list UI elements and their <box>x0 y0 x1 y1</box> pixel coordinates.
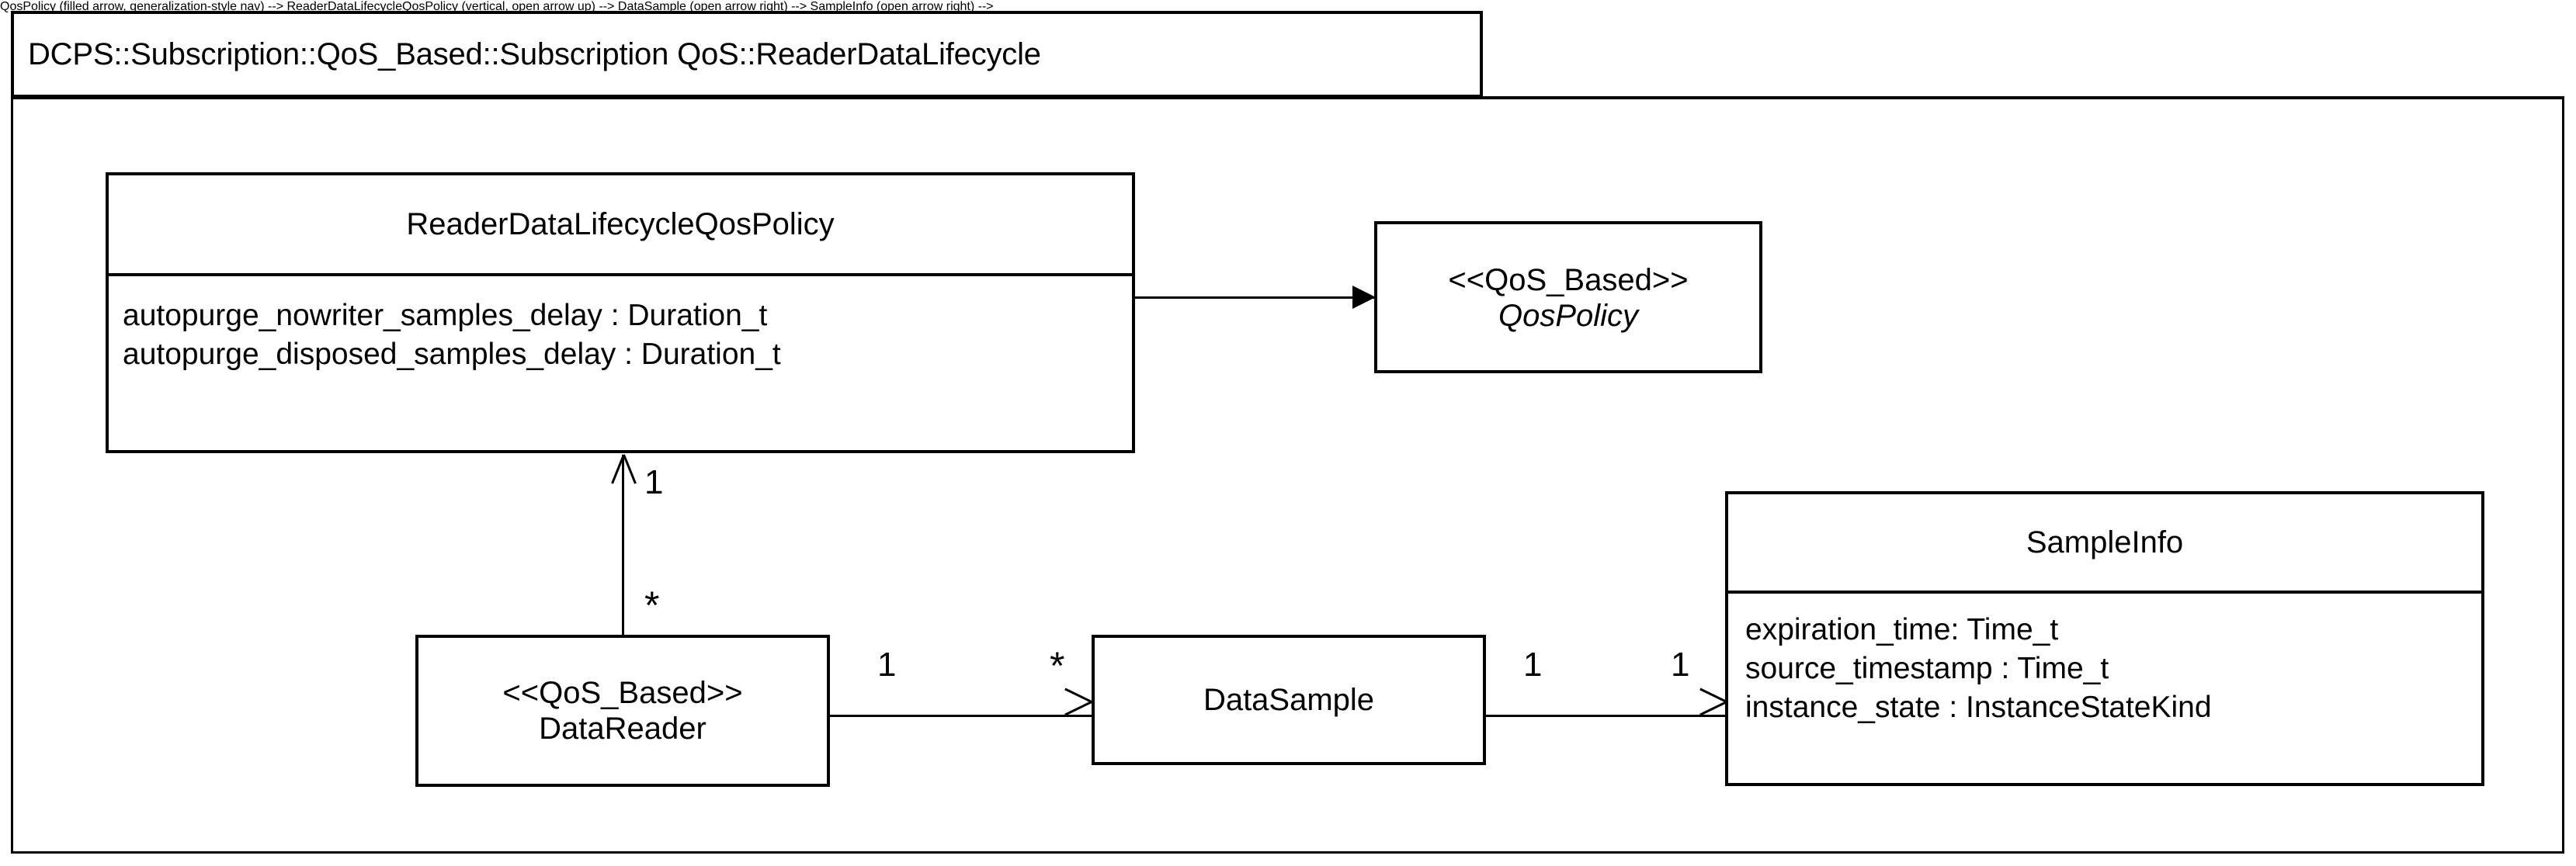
arrowhead-open-to-sampleinfo <box>1697 701 1725 729</box>
attribute-autopurge-nowriter-samples-delay: autopurge_nowriter_samples_delay : Durat… <box>123 299 768 332</box>
stereotype-qos-policy: <<QoS_Based>> <box>1448 263 1689 297</box>
multiplicity-reader-end: * <box>644 584 660 627</box>
class-box-reader-data-lifecycle-qos-policy[interactable]: ReaderDataLifecycleQosPolicy autopurge_n… <box>106 172 1135 453</box>
arrowhead-open-to-policy <box>609 455 637 483</box>
attribute-autopurge-disposed-samples-delay: autopurge_disposed_samples_delay : Durat… <box>123 337 781 371</box>
arrowhead-filled-to-qospolicy <box>1352 286 1376 309</box>
multiplicity-sample-to-info-source: 1 <box>1523 646 1543 684</box>
attribute-instance-state: instance_state : InstanceStateKind <box>1745 690 2212 724</box>
class-box-qos-policy[interactable]: <<QoS_Based>> QosPolicy <box>1374 221 1762 373</box>
multiplicity-reader-to-sample-target: * <box>1050 644 1065 688</box>
multiplicity-policy-end: 1 <box>644 463 664 501</box>
attribute-source-timestamp: source_timestamp : Time_t <box>1745 651 2109 685</box>
connector-datasample-to-sampleinfo-line <box>1486 715 1728 717</box>
class-name-compartment-data-reader: <<QoS_Based>> DataReader <box>418 638 827 784</box>
stereotype-data-reader: <<QoS_Based>> <box>502 676 743 710</box>
connector-datareader-to-policy-line <box>622 455 624 636</box>
package-frame-label: DCPS::Subscription::QoS_Based::Subscript… <box>28 37 1041 71</box>
class-name-data-sample: DataSample <box>1203 683 1375 717</box>
multiplicity-sample-to-info-target: 1 <box>1671 646 1690 684</box>
class-box-sample-info[interactable]: SampleInfo expiration_time: Time_t sourc… <box>1725 491 2484 786</box>
class-name-reader-data-lifecycle-qos-policy: ReaderDataLifecycleQosPolicy <box>109 175 1132 276</box>
class-box-data-sample[interactable]: DataSample <box>1092 635 1486 765</box>
package-frame-tab: DCPS::Subscription::QoS_Based::Subscript… <box>11 11 1483 98</box>
class-name-compartment-qos-policy: <<QoS_Based>> QosPolicy <box>1377 224 1759 370</box>
class-attributes-sample-info: expiration_time: Time_t source_timestamp… <box>1728 594 2481 735</box>
connector-policy-to-qospolicy-line <box>1135 296 1377 299</box>
class-name-qos-policy: QosPolicy <box>1498 299 1639 333</box>
class-box-data-reader[interactable]: <<QoS_Based>> DataReader <box>415 635 830 787</box>
class-name-sample-info: SampleInfo <box>1728 494 2481 594</box>
multiplicity-reader-to-sample-source: 1 <box>877 646 897 684</box>
class-attributes-reader-data-lifecycle-qos-policy: autopurge_nowriter_samples_delay : Durat… <box>109 276 1132 382</box>
class-name-data-reader: DataReader <box>539 712 706 746</box>
connector-datareader-to-datasample-line <box>830 715 1095 717</box>
attribute-expiration-time: expiration_time: Time_t <box>1745 613 2059 646</box>
arrowhead-open-to-datasample <box>1062 701 1090 729</box>
